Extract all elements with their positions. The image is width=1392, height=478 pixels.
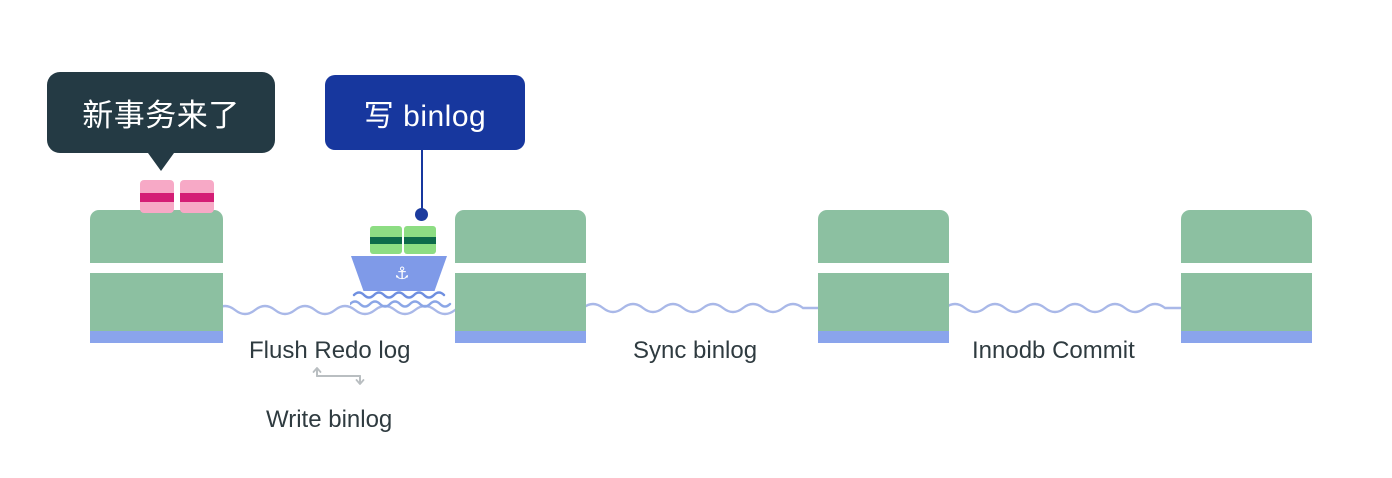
pillar-stage-1 bbox=[90, 210, 223, 343]
pillar-top-block bbox=[1181, 210, 1312, 263]
cargo-box-green-1 bbox=[370, 226, 402, 254]
water-wave-middle bbox=[583, 302, 823, 314]
cargo-stripe bbox=[404, 237, 436, 244]
cargo-stripe bbox=[370, 237, 402, 244]
binlog-connector-dot-icon bbox=[415, 208, 428, 221]
water-wave-left bbox=[215, 304, 461, 316]
caption-write-binlog: Write binlog bbox=[266, 406, 393, 433]
pillar-top-block bbox=[818, 210, 949, 263]
cargo-stripe bbox=[180, 193, 214, 202]
cargo-box-pink-2 bbox=[180, 180, 214, 213]
binlog-connector-line bbox=[421, 150, 423, 214]
cargo-box-pink-1 bbox=[140, 180, 174, 213]
boat-wake-waves bbox=[350, 291, 452, 308]
speech-bubble-tail-icon bbox=[148, 153, 174, 171]
pillar-stage-4 bbox=[1181, 210, 1312, 343]
pillar-base-bar bbox=[1181, 331, 1312, 343]
flush-write-connector-arrow bbox=[312, 367, 365, 385]
speech-bubble-new-transaction-label: 新事务来了 bbox=[82, 98, 240, 133]
caption-innodb-commit: Innodb Commit bbox=[972, 337, 1135, 364]
speech-bubble-new-transaction: 新事务来了 bbox=[47, 72, 275, 171]
cargo-box-green-2 bbox=[404, 226, 436, 254]
pillar-stage-3 bbox=[818, 210, 949, 343]
pillar-base-bar bbox=[455, 331, 586, 343]
pillar-body-block bbox=[90, 273, 223, 343]
anchor-icon: ⚓ bbox=[394, 264, 410, 283]
pillar-top-block bbox=[455, 210, 586, 263]
caption-sync-binlog: Sync binlog bbox=[633, 337, 758, 364]
pillar-base-bar bbox=[90, 331, 223, 343]
boat-hull bbox=[351, 256, 447, 291]
pillar-top-block bbox=[90, 210, 223, 263]
pillar-body-block bbox=[818, 273, 949, 343]
cargo-boat: ⚓ bbox=[348, 224, 494, 308]
water-wave-right bbox=[945, 302, 1185, 314]
cargo-stripe bbox=[140, 193, 174, 202]
pillar-body-block bbox=[1181, 273, 1312, 343]
caption-flush-redo-log: Flush Redo log bbox=[249, 337, 411, 364]
label-bubble-write-binlog-label: 写 binlog bbox=[363, 99, 487, 133]
pillar-body-block bbox=[455, 273, 586, 343]
label-bubble-write-binlog: 写 binlog bbox=[325, 75, 525, 150]
pillar-stage-2 bbox=[455, 210, 586, 343]
pillar-base-bar bbox=[818, 331, 949, 343]
